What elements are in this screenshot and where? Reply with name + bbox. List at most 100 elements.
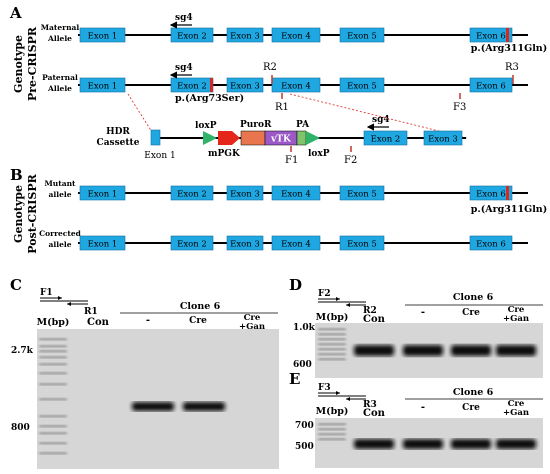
d-lane-0-band xyxy=(354,345,394,356)
d-ladder-band-4 xyxy=(318,348,346,351)
gel-c-size-800: 800 xyxy=(11,423,30,433)
gel-e-lane-cre: Cre xyxy=(462,403,480,413)
c-ladder-band-6 xyxy=(39,383,67,386)
loxp-right-label: loxP xyxy=(308,149,330,159)
hdr-cassette-label: HDR Cassette xyxy=(97,127,140,148)
hdr-exon2-box xyxy=(363,130,408,146)
svg-text:sg4: sg4 xyxy=(372,115,390,125)
hdr-exon3-box xyxy=(423,130,463,146)
svg-text:sg4: sg4 xyxy=(175,13,193,23)
gel-e-bands xyxy=(318,423,536,449)
exon-6-box-corrected xyxy=(469,235,513,251)
gel-d-lane-cre: Cre xyxy=(462,308,480,318)
c-lane-1-band xyxy=(132,402,174,411)
gel-c-size-2p7k: 2.7k xyxy=(11,346,34,356)
exon-4-box-paternal xyxy=(271,77,321,93)
exon-2-label-paternal: Exon 2 xyxy=(177,82,207,92)
exon-4-label-paternal: Exon 4 xyxy=(281,82,311,92)
svg-text:R2: R2 xyxy=(363,306,377,316)
panel-label-b: B xyxy=(10,166,23,184)
gel-c-control-label: Con xyxy=(87,317,110,328)
svg-text:R3: R3 xyxy=(505,62,519,73)
loxp-right-icon xyxy=(306,131,320,145)
exon-5-box-paternal xyxy=(339,77,385,93)
svg-text:F3: F3 xyxy=(318,383,331,393)
svg-text:Cassette: Cassette xyxy=(97,138,140,148)
svg-text:F2: F2 xyxy=(318,289,331,299)
e-lane-3-band xyxy=(496,439,536,449)
exon-1-label-mutant: Exon 1 xyxy=(88,190,118,200)
allele-label-corrected-2: allele xyxy=(49,240,72,249)
gel-d-control-label: Con xyxy=(363,314,386,325)
side-label-pre: Genotype Pre-CRISPR xyxy=(12,26,39,101)
mutation-paternal: p.(Arg73Ser) xyxy=(175,93,244,104)
gel-e-control-label: Con xyxy=(363,408,386,419)
svg-text:F3: F3 xyxy=(453,102,466,113)
gel-d: F2 R2 Clone 6 M(bp) Con - Cre Cre +Gan 1… xyxy=(293,289,543,378)
mutation-maternal: p.(Arg311Gln) xyxy=(471,43,547,54)
vtk-label: vTK xyxy=(270,135,292,145)
gel-e-size-700: 700 xyxy=(295,421,314,431)
d-ladder-band-6 xyxy=(318,358,346,361)
c-ladder-band-3 xyxy=(39,356,67,359)
pa-box xyxy=(296,130,307,146)
exon-1-box-corrected xyxy=(79,235,126,251)
mutation-marker-exon6-mutant xyxy=(506,186,509,200)
c-ladder-band-2 xyxy=(39,350,67,353)
svg-text:Genotype: Genotype xyxy=(12,185,25,243)
primer-r3: R3 xyxy=(505,62,519,84)
exon-6-label-mutant: Exon 6 xyxy=(476,190,506,200)
d-lane-2-band xyxy=(451,345,491,356)
exon-4-label-mutant: Exon 4 xyxy=(281,190,311,200)
exon-1-box-paternal xyxy=(79,77,126,93)
exon-5-box-mutant xyxy=(339,185,385,201)
allele-label-maternal-1: Maternal xyxy=(41,23,80,32)
gel-c-lane-cregan-2: +Gan xyxy=(239,322,265,332)
e-ladder-band-3 xyxy=(318,438,346,441)
exon-2-label-mutant: Exon 2 xyxy=(177,190,207,200)
primer-f1: F1 xyxy=(285,146,298,166)
hdr-exon2-label: Exon 2 xyxy=(371,135,401,145)
svg-text:HDR: HDR xyxy=(106,127,130,137)
allele-label-maternal-2: Allele xyxy=(47,34,72,43)
gel-c-marker-label: M(bp) xyxy=(37,317,70,328)
d-ladder-band-5 xyxy=(318,353,346,356)
mutation-marker-exon2-paternal xyxy=(210,78,213,92)
hdr-exon1-label: Exon 1 xyxy=(144,151,175,161)
exon-5-label-corrected: Exon 5 xyxy=(347,240,377,250)
allele-label-paternal-2: Allele xyxy=(47,84,72,93)
svg-text:R2: R2 xyxy=(263,62,277,73)
exon-2-label-corrected: Exon 2 xyxy=(177,240,207,250)
allele-label-corrected-1: Corrected xyxy=(39,229,81,238)
exon-4-box-corrected xyxy=(271,235,321,251)
mpgk-icon xyxy=(218,131,240,145)
panel-label-d: D xyxy=(289,276,302,294)
exon-5-box-corrected xyxy=(339,235,385,251)
exon-5-box-maternal xyxy=(339,27,385,43)
d-ladder-band-0 xyxy=(318,328,346,331)
gel-e-lane-cregan-2: +Gan xyxy=(503,408,529,418)
primer-r2: R2 xyxy=(263,62,277,84)
e-ladder-band-1 xyxy=(318,428,346,431)
gel-c-lane-minus: - xyxy=(146,315,150,326)
allele-label-mutant-2: allele xyxy=(49,190,72,199)
exon-2-box-mutant xyxy=(170,185,214,201)
svg-text:Post-CRISPR: Post-CRISPR xyxy=(26,173,39,253)
gel-c-primer-diagram: F1 R1 xyxy=(40,288,98,317)
exon-3-box-maternal xyxy=(226,27,264,43)
gel-c-lane-cre: Cre xyxy=(189,316,207,326)
c-ladder-band-0 xyxy=(39,338,67,341)
exon-1-label-corrected: Exon 1 xyxy=(88,240,118,250)
panel-label-a: A xyxy=(9,4,22,22)
exon-6-box-maternal xyxy=(469,27,513,43)
exon-2-box-maternal xyxy=(170,27,214,43)
allele-label-paternal-1: Paternal xyxy=(42,73,78,82)
d-ladder-band-3 xyxy=(318,343,346,346)
gel-d-size-1k: 1.0k xyxy=(293,323,316,333)
exon-5-label-mutant: Exon 5 xyxy=(347,190,377,200)
gel-d-clone-label: Clone 6 xyxy=(453,292,494,303)
exon-4-label-maternal: Exon 4 xyxy=(281,32,311,42)
